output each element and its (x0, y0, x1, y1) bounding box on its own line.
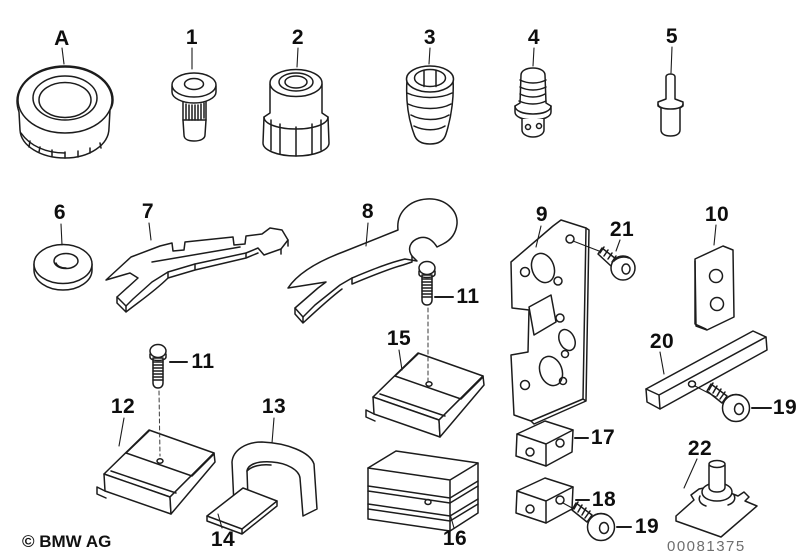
callout-13: 13 (261, 395, 287, 418)
part-5-blind-rivet-drawing (657, 73, 684, 137)
callout-1: 1 (185, 26, 199, 49)
callout-8: 8 (361, 200, 375, 223)
part-19-screw-top-drawing (706, 382, 751, 423)
part-15-clamp-drawing (365, 352, 485, 438)
part-9-mounting-plate-drawing (510, 219, 590, 425)
part-21-screw-drawing (597, 246, 636, 281)
callout-a: A (54, 27, 70, 50)
part-4-stud-bolt-drawing (514, 67, 552, 138)
part-16-profile-block-drawing (367, 450, 479, 532)
assembly-dashed-lines (158, 307, 429, 457)
callout-3: 3 (423, 26, 437, 49)
callout-20: 20 (649, 330, 675, 353)
callout-17: 17 (590, 426, 616, 449)
callout-14: 14 (210, 528, 236, 551)
part-1-rivet-nut-drawing (171, 72, 217, 142)
part-20-bar-drawing (645, 330, 768, 410)
callout-6: 6 (53, 201, 67, 224)
callout-2: 2 (291, 26, 305, 49)
part-14-pad-drawing (206, 487, 278, 535)
callout-11-right: 11 (456, 285, 480, 308)
part-19-screw-bottom-drawing (571, 501, 616, 542)
part-6-washer-drawing (33, 243, 93, 291)
part-13-cover-drawing (231, 441, 318, 517)
copyright-text: © BMW AG (22, 532, 112, 551)
callout-5: 5 (665, 25, 679, 48)
part-a-grommet-drawing (16, 65, 114, 159)
callout-18: 18 (591, 488, 617, 511)
part-11-screw-left-drawing (149, 343, 167, 389)
callout-4: 4 (527, 26, 541, 49)
callout-22: 22 (687, 437, 713, 460)
callout-12: 12 (110, 395, 136, 418)
callout-11-left: 11 (191, 350, 215, 373)
label-dash-lines (169, 296, 772, 528)
part-8-bracket-drawing (287, 198, 458, 324)
part-17-block-drawing (515, 420, 574, 467)
callout-21: 21 (609, 218, 635, 241)
leader-lines (60, 46, 717, 529)
callout-19-top: 19 (772, 396, 798, 419)
callout-7: 7 (141, 200, 155, 223)
part-10-plate-drawing (694, 245, 735, 331)
part-22-clip-nut-drawing (675, 459, 758, 538)
callout-9: 9 (535, 203, 549, 226)
callout-15: 15 (386, 327, 412, 350)
callout-19-bottom: 19 (634, 515, 660, 538)
callout-10: 10 (704, 203, 730, 226)
part-2-threaded-insert-drawing (262, 68, 330, 157)
part-7-bracket-drawing (105, 227, 289, 313)
part-12-clamp-drawing (96, 429, 216, 515)
image-number: 00081375 (667, 538, 746, 555)
part-18-block-drawing (515, 477, 574, 524)
part-3-screw-plug-drawing (405, 65, 455, 145)
part-11-screw-right-drawing (418, 260, 436, 306)
callout-16: 16 (442, 527, 468, 550)
